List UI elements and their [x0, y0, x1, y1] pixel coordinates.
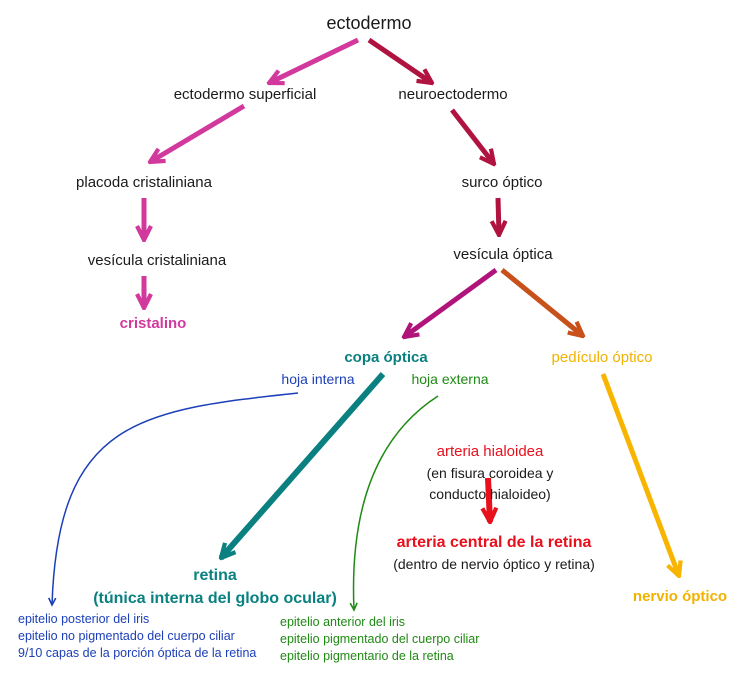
- arrow-ectodermo-to-neuroectodermo: [367, 37, 432, 83]
- node-vesicula-optica: vesícula óptica: [453, 246, 553, 263]
- arrow-vesicula-optica-to-copa: [404, 267, 498, 337]
- arrow-hoja-interna-to-derivatives: [48, 392, 299, 607]
- node-vesicula-cristaliniana: vesícula cristaliniana: [87, 252, 227, 269]
- node-arteria-central: arteria central de la retina: [396, 534, 592, 551]
- node-arteria-hialoidea-note-2: conducto hialoideo): [429, 486, 551, 502]
- node-arteria-hialoidea: arteria hialoidea: [436, 443, 544, 460]
- arrow-hoja-externa-to-derivatives: [349, 395, 439, 612]
- arrow-ectodermo-to-superficial: [269, 37, 360, 83]
- list-item: epitelio posterior del iris: [18, 612, 150, 626]
- node-arteria-central-note: (dentro de nervio óptico y retina): [393, 556, 595, 572]
- arrow-pediculo-to-nervio: [600, 373, 679, 576]
- node-retina-subtitle: (túnica interna del globo ocular): [93, 590, 337, 607]
- list-item: epitelio pigmentado del cuerpo ciliar: [280, 632, 480, 646]
- arrow-vesicula-optica-to-pediculo: [500, 268, 583, 336]
- arrow-copa-to-retina: [221, 372, 386, 558]
- node-cristalino: cristalino: [119, 315, 187, 332]
- list-item: 9/10 capas de la porción óptica de la re…: [18, 646, 257, 660]
- node-placoda-cristaliniana: placoda cristaliniana: [76, 174, 212, 191]
- node-arteria-hialoidea-note-1: (en fisura coroidea y: [426, 465, 554, 481]
- node-copa-optica: copa óptica: [344, 349, 428, 366]
- node-nervio-optico: nervio óptico: [632, 588, 728, 605]
- node-ectodermo: ectodermo: [326, 13, 412, 33]
- node-neuroectodermo: neuroectodermo: [398, 86, 508, 103]
- arrow-surco-to-vesicula-optica: [498, 197, 499, 235]
- node-surco-optico: surco óptico: [461, 174, 543, 191]
- node-ectodermo-superficial: ectodermo superficial: [173, 86, 317, 103]
- arrow-superficial-to-placoda: [150, 103, 246, 162]
- hoja-externa-derivatives-list: epitelio anterior del iris epitelio pigm…: [280, 614, 479, 665]
- list-item: epitelio no pigmentado del cuerpo ciliar: [18, 629, 235, 643]
- node-hoja-interna: hoja interna: [281, 371, 355, 387]
- node-retina: retina: [193, 567, 237, 584]
- arrow-neuroectodermo-to-surco: [450, 108, 494, 164]
- list-item: epitelio pigmentario de la retina: [280, 649, 454, 663]
- hoja-interna-derivatives-list: epitelio posterior del iris epitelio no …: [18, 611, 256, 662]
- list-item: epitelio anterior del iris: [280, 615, 406, 629]
- node-pediculo-optico: pedículo óptico: [551, 349, 653, 366]
- node-hoja-externa: hoja externa: [411, 371, 489, 387]
- arrow-hialoidea-to-central: [488, 477, 490, 522]
